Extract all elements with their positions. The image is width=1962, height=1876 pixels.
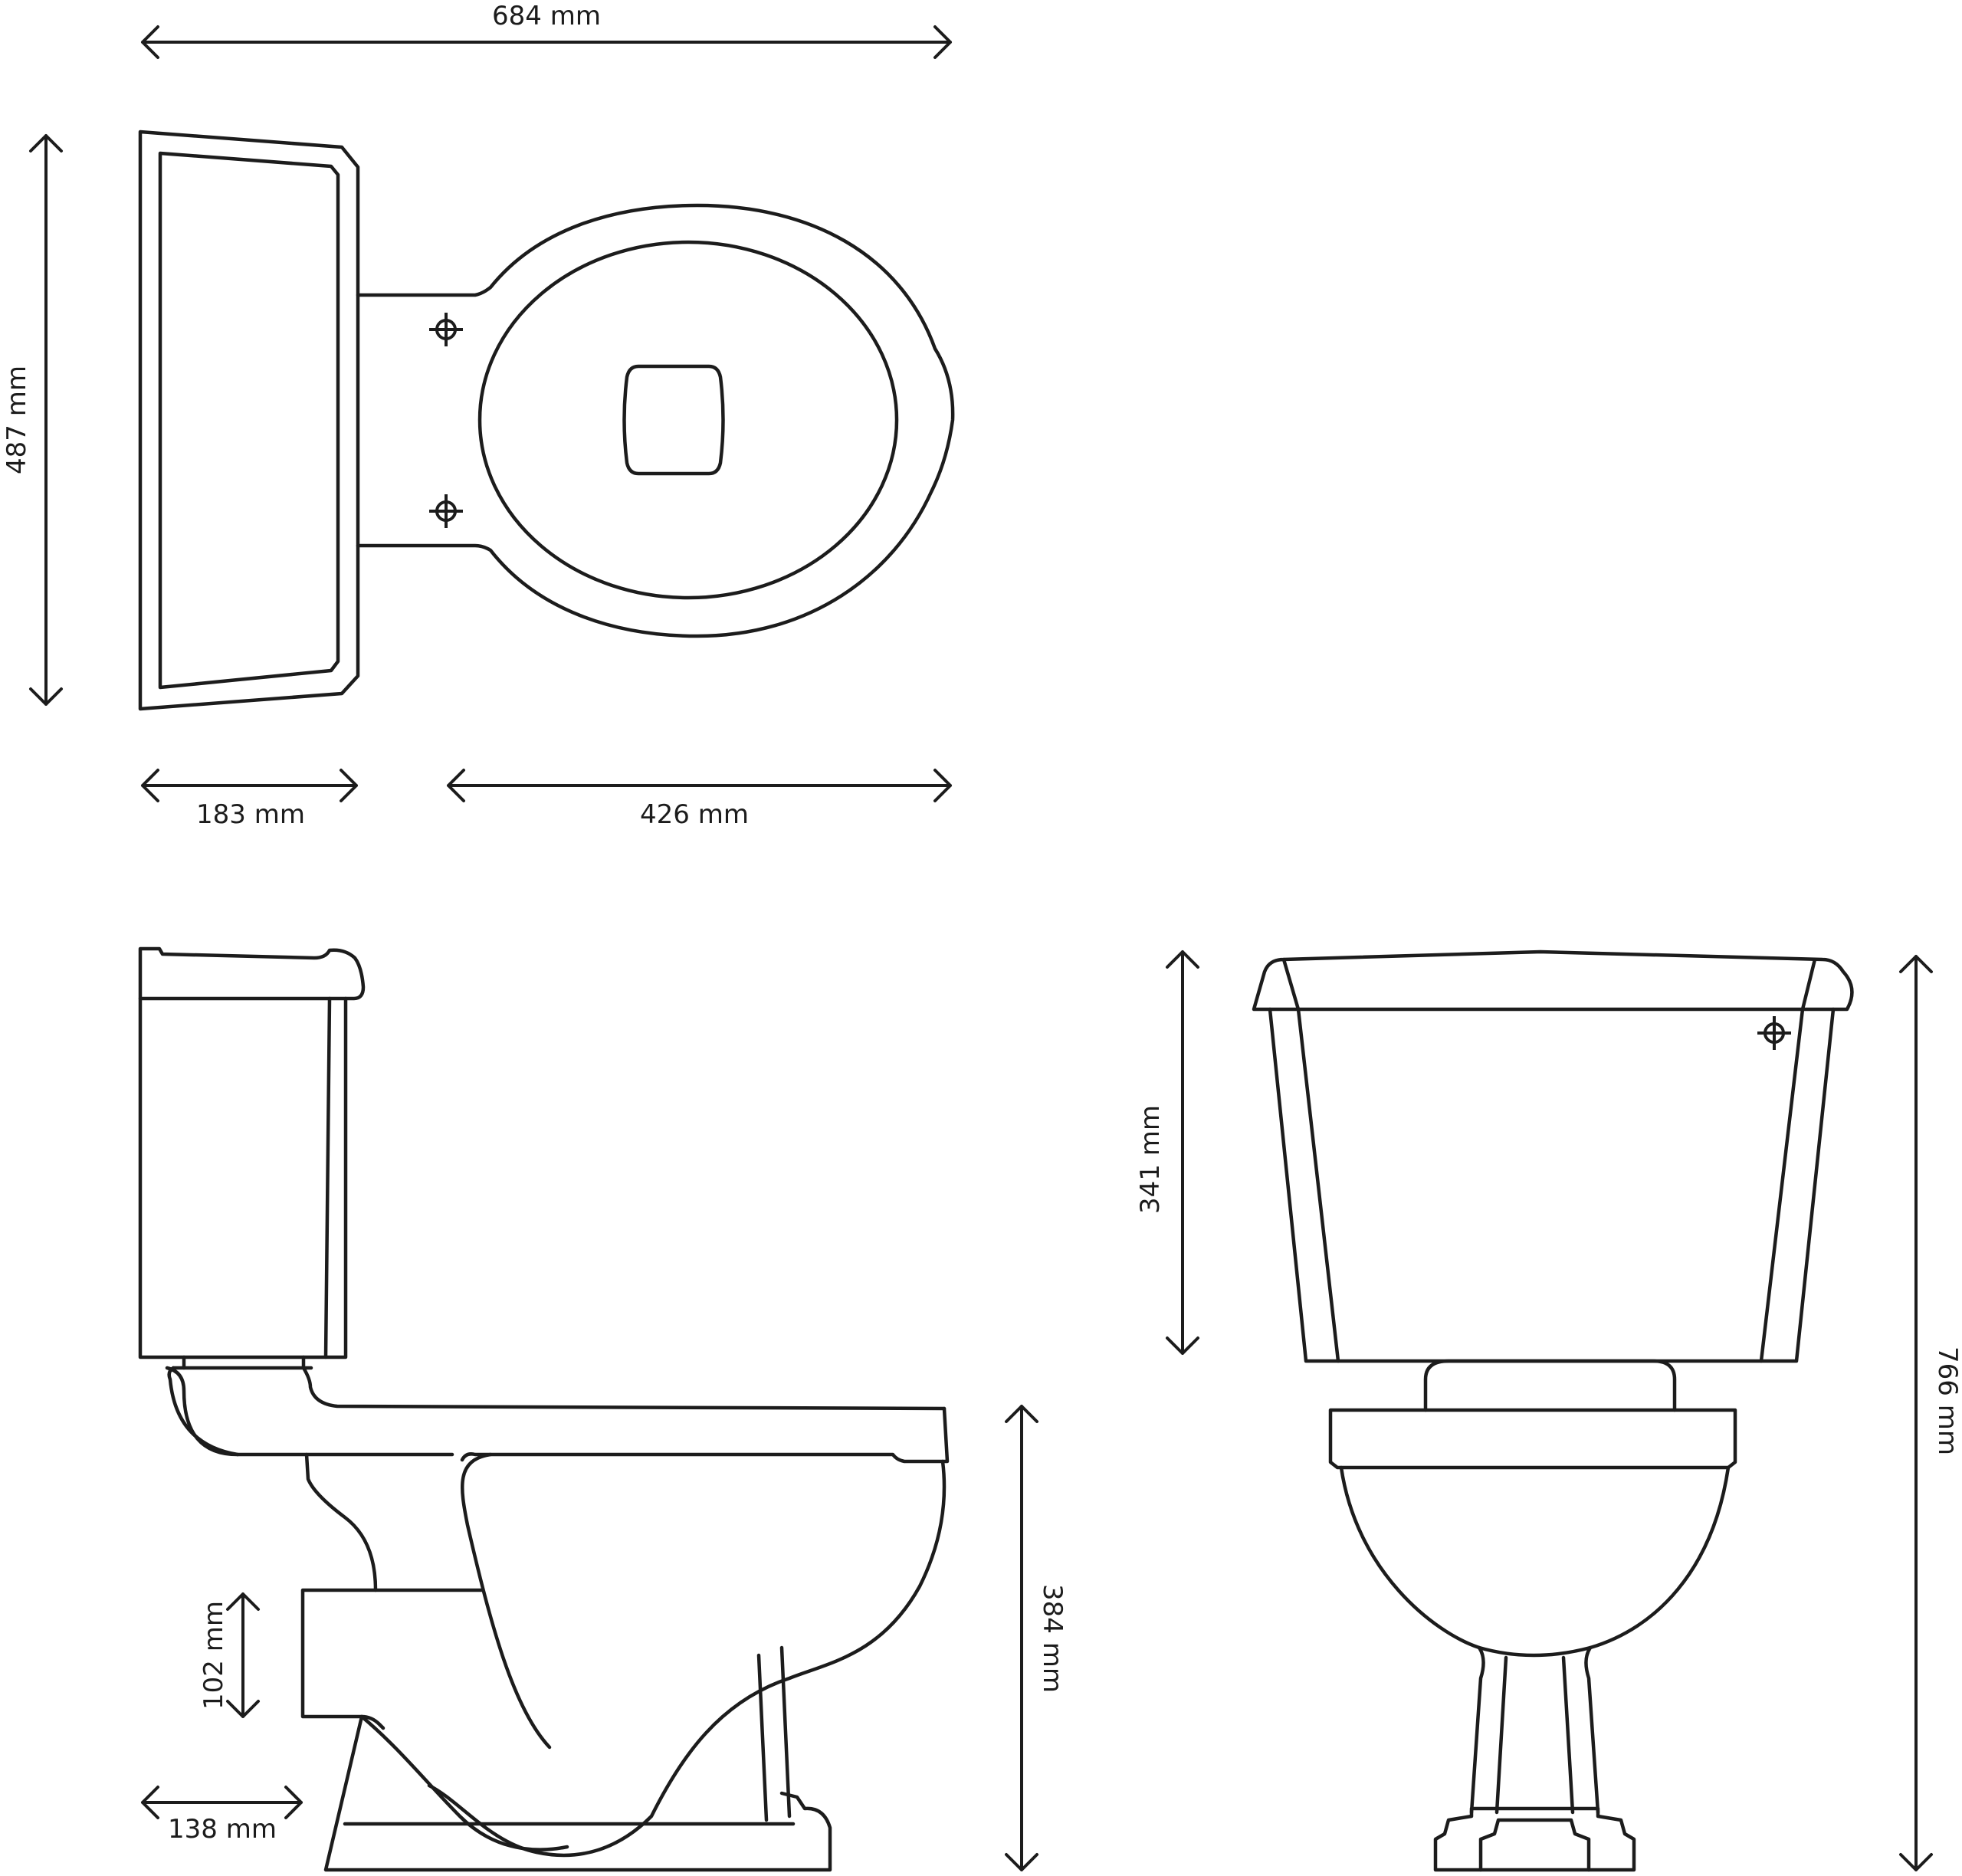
flush-connector bbox=[182, 1355, 306, 1370]
pedestal-base-front bbox=[1433, 1806, 1636, 1872]
fixing-point-icon bbox=[428, 311, 464, 348]
dimension-lines bbox=[29, 25, 1933, 1871]
outlet-spigot bbox=[300, 1588, 484, 1730]
pan-rim-front bbox=[1328, 1408, 1737, 1470]
trap-curve bbox=[359, 1714, 569, 1851]
side-view bbox=[138, 946, 950, 1872]
cistern-front-lid bbox=[1252, 949, 1854, 1012]
top-view bbox=[138, 130, 955, 711]
pan-rim-inner bbox=[477, 240, 899, 600]
cistern-front-lid-line bbox=[1281, 957, 1301, 1012]
cistern-depth-label: 183 mm bbox=[196, 799, 305, 830]
pan-bowl-front bbox=[1339, 1465, 1731, 1658]
fixing-point-icon bbox=[428, 493, 464, 530]
overall-length-label: 684 mm bbox=[492, 1, 601, 31]
flush-pipe bbox=[165, 1366, 947, 1457]
cistern-side-edge bbox=[323, 996, 332, 1359]
outlet-offset-label: 138 mm bbox=[168, 1814, 277, 1845]
cistern-top-inner bbox=[158, 151, 340, 690]
pan-base-side bbox=[323, 1714, 832, 1872]
outlet-height-label: 102 mm bbox=[198, 1601, 229, 1710]
flush-handle-icon bbox=[1756, 1015, 1793, 1051]
pedestal-front bbox=[1469, 1645, 1600, 1815]
pan-trap-inner bbox=[461, 1452, 552, 1750]
cistern-side-body bbox=[138, 996, 348, 1359]
cistern-height-label: 341 mm bbox=[1135, 1105, 1166, 1214]
pan-neck bbox=[304, 1452, 378, 1592]
overall-depth-label: 487 mm bbox=[2, 366, 32, 474]
pan-outlet-hole bbox=[622, 364, 725, 476]
cistern-top-outer bbox=[138, 130, 360, 711]
cistern-front-lid-line bbox=[1800, 957, 1817, 1012]
pan-height-label: 384 mm bbox=[1037, 1584, 1068, 1693]
pan-length-label: 426 mm bbox=[640, 799, 749, 830]
pan-base-plinth bbox=[343, 1645, 796, 1826]
cistern-front-side bbox=[1296, 1007, 1805, 1363]
cistern-front-body bbox=[1268, 1007, 1836, 1363]
front-view bbox=[1252, 949, 1854, 1872]
pan-rim-side bbox=[460, 1406, 950, 1464]
pan-rim-outer bbox=[356, 203, 955, 638]
flush-pipe-back bbox=[167, 1366, 240, 1457]
pan-bowl-side bbox=[427, 1459, 947, 1858]
pedestal-plinth-front bbox=[1478, 1818, 1591, 1872]
overall-height-label: 766 mm bbox=[1932, 1346, 1962, 1455]
cistern-side-lid bbox=[138, 946, 366, 1001]
seat-hinge-block bbox=[1423, 1359, 1677, 1412]
